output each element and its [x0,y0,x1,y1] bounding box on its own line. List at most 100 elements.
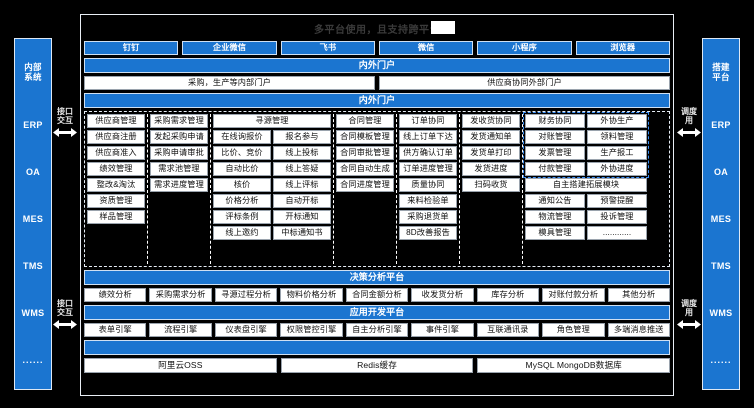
infra-oss[interactable]: 阿里云OSS [84,358,277,373]
module-item[interactable]: 对账管理 [525,130,585,144]
module-item[interactable]: 来料检验单 [399,194,457,208]
module-item[interactable]: 资质管理 [87,194,145,208]
right-rail-item-wms[interactable]: WMS [709,307,733,318]
module-item[interactable]: 合同进度管理 [336,178,394,192]
module-row: 通知公告 预警提醒 [525,194,647,208]
appdev-item[interactable]: 表单引擎 [84,323,147,337]
decision-item[interactable]: 其他分析 [607,288,670,302]
appdev-item[interactable]: 自主分析引擎 [345,323,409,337]
double-arrow-icon [677,127,701,137]
tab-dingtalk[interactable]: 钉钉 [84,41,179,55]
module-item[interactable]: 比价、竞价 [213,146,271,160]
module-item[interactable]: 开标通知 [273,210,331,224]
module-item[interactable]: 采购申请审批 [150,146,208,160]
right-rail-item-tms[interactable]: TMS [711,260,731,271]
infra-redis[interactable]: Redis缓存 [280,358,474,373]
infra-database[interactable]: MySQL MongoDB数据库 [477,358,671,373]
module-item[interactable]: 报名参与 [273,130,331,144]
module-item[interactable]: 发票管理 [525,146,585,160]
decision-item[interactable]: 物料价格分析 [280,288,343,302]
module-item[interactable]: 线上评标 [273,178,331,192]
module-item[interactable]: 核价 [213,178,271,192]
portal-internal[interactable]: 采购，生产等内部门户 [84,76,375,90]
tab-wechat[interactable]: 微信 [378,41,474,55]
portal-split-row: 采购，生产等内部门户 供应商协同外部门户 [84,76,670,90]
module-item[interactable]: 采购退货单 [399,210,457,224]
module-item[interactable]: 自动开标 [273,194,331,208]
appdev-item[interactable]: 流程引擎 [149,323,212,337]
module-item[interactable]: 质量协同 [399,178,457,192]
left-rail-header-line1: 内部 [24,62,42,73]
module-item[interactable]: 需求进度管理 [150,178,208,192]
module-item[interactable]: 在线询报价 [213,130,271,144]
decision-item[interactable]: 库存分析 [476,288,540,302]
module-item[interactable]: 供应商准入 [87,146,145,160]
left-rail-item-mes[interactable]: MES [22,213,44,224]
module-item[interactable]: 模具管理 [525,226,585,240]
module-item[interactable]: 需求池管理 [150,162,208,176]
module-item[interactable]: 发货通知单 [462,130,520,144]
module-item[interactable]: 扫码收货 [462,178,520,192]
appdev-item[interactable]: 多端消息推送 [607,323,670,337]
module-item[interactable]: 价格分析 [213,194,271,208]
module-item[interactable]: 订单进度管理 [399,162,457,176]
left-rail-item-erp[interactable]: ERP [23,119,43,130]
module-item[interactable]: 通知公告 [525,194,585,208]
module-item[interactable]: 绩效管理 [87,162,145,176]
module-item[interactable]: 生产报工 [587,146,647,160]
module-row: 比价、竞价 线上投标 [213,146,331,160]
module-item[interactable]: 付款管理 [525,162,585,176]
module-item[interactable]: 8D改善报告 [399,226,457,240]
module-item[interactable]: 外协进度 [587,162,647,176]
tab-wecom[interactable]: 企业微信 [182,41,277,55]
selected-module-block[interactable]: 财务协同 外协生产 对账管理 领料管理 发票管理 生产报工 付款管理 外协进度 [523,112,649,178]
left-rail-item-oa[interactable]: OA [25,166,41,177]
right-rail-item-mes[interactable]: MES [710,213,732,224]
decision-item[interactable]: 寻源过程分析 [214,288,278,302]
left-rail-item-tms[interactable]: TMS [23,260,43,271]
module-item[interactable]: 中标通知书 [273,226,331,240]
module-item[interactable]: 线上答疑 [273,162,331,176]
module-item[interactable]: 线上投标 [273,146,331,160]
tab-feishu[interactable]: 飞书 [280,41,375,55]
tab-browser[interactable]: 浏览器 [575,41,670,55]
right-rail-item-oa[interactable]: OA [713,166,729,177]
module-item[interactable]: 合同审批管理 [336,146,394,160]
module-item[interactable]: 发货进度 [462,162,520,176]
appdev-item[interactable]: 角色管理 [542,323,605,337]
left-rail-item-wms[interactable]: WMS [21,307,45,318]
module-item[interactable]: 合同模板管理 [336,130,394,144]
module-item[interactable]: 线上邀约 [213,226,271,240]
module-item[interactable]: 领料管理 [587,130,647,144]
module-item[interactable]: 样品管理 [87,210,145,224]
appdev-item[interactable]: 权限管控引擎 [280,323,343,337]
decision-item[interactable]: 对账付款分析 [542,288,605,302]
module-item[interactable]: 供方确认订单 [399,146,457,160]
right-rail-item-erp[interactable]: ERP [711,119,731,130]
module-item[interactable]: 投诉管理 [587,210,647,224]
decision-item[interactable]: 采购需求分析 [149,288,212,302]
module-item[interactable]: 整改&淘汰 [87,178,145,192]
module-item[interactable]: 预警提醒 [587,194,647,208]
portal-bar-modules: 内外门户 [84,93,670,108]
appdev-item[interactable]: 仪表盘引擎 [214,323,278,337]
decision-item[interactable]: 绩效分析 [84,288,147,302]
appdev-item[interactable]: 互联通讯录 [476,323,540,337]
tab-miniprogram[interactable]: 小程序 [477,41,572,55]
module-item[interactable]: 自动比价 [213,162,271,176]
portal-external[interactable]: 供应商协同外部门户 [379,76,670,90]
left-rail-header: 内部 系统 [24,62,42,83]
decision-item[interactable]: 收发货分析 [411,288,474,302]
module-item[interactable]: 线上订单下达 [399,130,457,144]
decision-item[interactable]: 合同金额分析 [345,288,409,302]
module-item[interactable]: 发货单打印 [462,146,520,160]
module-item[interactable]: 供应商注册 [87,130,145,144]
module-item[interactable]: 合同自动生成 [336,162,394,176]
module-item[interactable]: 评标条例 [213,210,271,224]
module-item[interactable]: 发起采购申请 [150,130,208,144]
appdev-item[interactable]: 事件引擎 [411,323,474,337]
appdev-platform-header: 应用开发平台 [84,305,670,320]
module-item[interactable]: ............ [587,226,647,240]
module-item[interactable]: 物流管理 [525,210,585,224]
